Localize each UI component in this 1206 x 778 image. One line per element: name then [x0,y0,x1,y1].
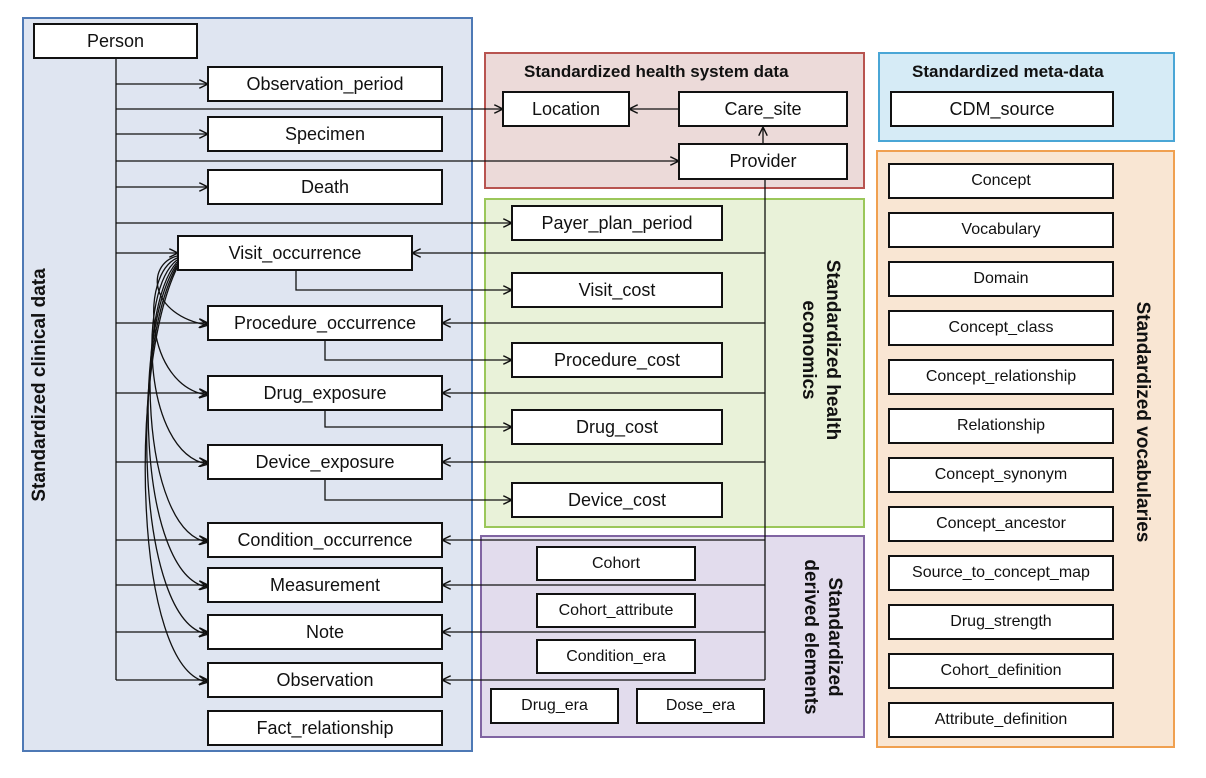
table-cdm-source[interactable]: CDM_source [890,91,1114,127]
table-location[interactable]: Location [502,91,630,127]
table-device-cost[interactable]: Device_cost [511,482,723,518]
table-cohort[interactable]: Cohort [536,546,696,581]
vocabularies-group [876,150,1175,748]
table-device-exposure[interactable]: Device_exposure [207,444,443,480]
table-drug-strength[interactable]: Drug_strength [888,604,1114,640]
table-death[interactable]: Death [207,169,443,205]
table-concept-ancestor[interactable]: Concept_ancestor [888,506,1114,542]
meta-data-title: Standardized meta-data [912,62,1104,81]
table-domain[interactable]: Domain [888,261,1114,297]
table-care-site[interactable]: Care_site [678,91,848,127]
table-procedure-cost[interactable]: Procedure_cost [511,342,723,378]
table-condition-era[interactable]: Condition_era [536,639,696,674]
table-cohort-attribute[interactable]: Cohort_attribute [536,593,696,628]
table-person[interactable]: Person [33,23,198,59]
table-visit-cost[interactable]: Visit_cost [511,272,723,308]
table-condition-occurrence[interactable]: Condition_occurrence [207,522,443,558]
table-payer-plan-period[interactable]: Payer_plan_period [511,205,723,241]
table-drug-exposure[interactable]: Drug_exposure [207,375,443,411]
table-source-to-concept-map[interactable]: Source_to_concept_map [888,555,1114,591]
table-drug-era[interactable]: Drug_era [490,688,619,724]
table-vocabulary[interactable]: Vocabulary [888,212,1114,248]
table-concept-relationship[interactable]: Concept_relationship [888,359,1114,395]
table-relationship[interactable]: Relationship [888,408,1114,444]
table-concept-synonym[interactable]: Concept_synonym [888,457,1114,493]
table-specimen[interactable]: Specimen [207,116,443,152]
table-cohort-definition[interactable]: Cohort_definition [888,653,1114,689]
table-observation[interactable]: Observation [207,662,443,698]
table-attribute-definition[interactable]: Attribute_definition [888,702,1114,738]
table-visit-occurrence[interactable]: Visit_occurrence [177,235,413,271]
table-procedure-occurrence[interactable]: Procedure_occurrence [207,305,443,341]
health-system-title: Standardized health system data [524,62,789,81]
table-measurement[interactable]: Measurement [207,567,443,603]
table-fact-relationship[interactable]: Fact_relationship [207,710,443,746]
table-drug-cost[interactable]: Drug_cost [511,409,723,445]
table-observation-period[interactable]: Observation_period [207,66,443,102]
table-provider[interactable]: Provider [678,143,848,180]
table-dose-era[interactable]: Dose_era [636,688,765,724]
table-note[interactable]: Note [207,614,443,650]
table-concept-class[interactable]: Concept_class [888,310,1114,346]
table-concept[interactable]: Concept [888,163,1114,199]
